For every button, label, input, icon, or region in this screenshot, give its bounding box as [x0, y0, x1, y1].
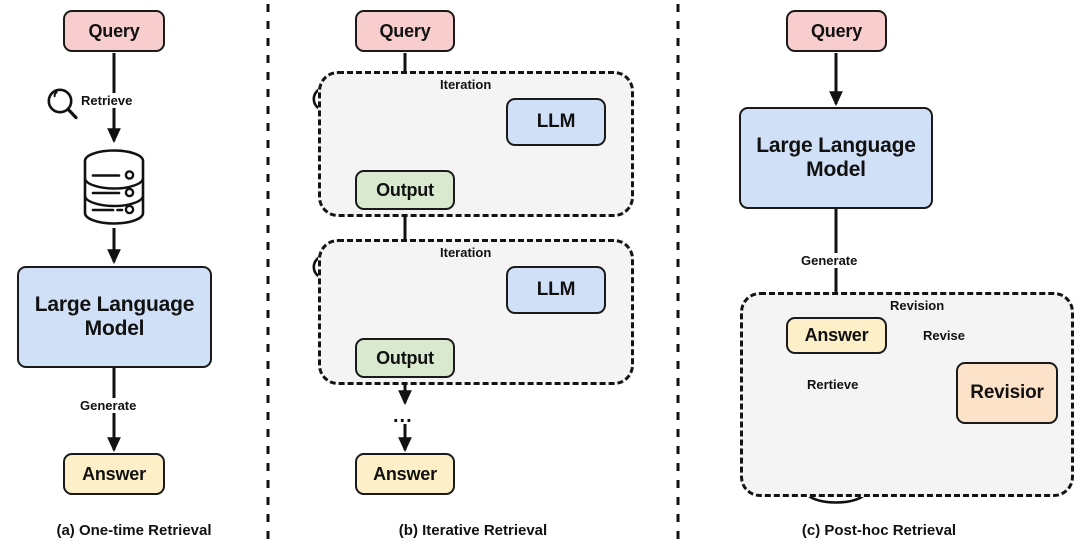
panel-a-query-box[interactable]: Query	[63, 10, 165, 52]
panel-c-query-box[interactable]: Query	[786, 10, 887, 52]
panel-c-revise-label: Revise	[922, 328, 966, 343]
panel-b-iteration-2-output-box[interactable]: Output	[355, 338, 455, 378]
database-icon	[83, 149, 145, 225]
magnifier-icon	[47, 88, 78, 120]
panel-b-caption: (b) Iterative Retrieval	[398, 522, 548, 539]
panel-b-iteration-2-llm-label: LLM	[536, 279, 576, 301]
panel-c-retrieve-label: Rertieve	[806, 377, 860, 392]
panel-c-answer-label: Answer	[804, 325, 869, 346]
panel-a-vectors	[47, 53, 145, 453]
panel-b-iteration-1-output-box[interactable]: Output	[355, 170, 455, 210]
panel-c-llm-label-line2: Model	[806, 158, 866, 181]
panel-a-llm-label-line2: Model	[84, 317, 145, 340]
panel-c-revisor-label: Revisior	[970, 382, 1044, 404]
panel-c-query-label: Query	[810, 20, 863, 41]
panel-a-retrieve-label: Retrieve	[80, 93, 134, 108]
panel-b-query-box[interactable]: Query	[355, 10, 455, 52]
panel-a-answer-box[interactable]: Answer	[63, 453, 165, 495]
panel-a-llm-label-line1: Large Language	[34, 293, 195, 317]
panel-c-revisor-box[interactable]: Revisior	[956, 362, 1058, 424]
panel-a-caption: (a) One-time Retrieval	[56, 522, 212, 539]
panel-b-iteration-1-label: Iteration	[440, 77, 492, 92]
panel-c-generate-label: Generate	[800, 253, 859, 268]
panel-c-llm-box[interactable]: Large Language Model	[739, 107, 933, 209]
panel-a-query-label: Query	[88, 20, 140, 41]
panel-b-ellipsis: ...	[393, 405, 413, 427]
panel-b-iteration-2-output-label: Output	[376, 347, 434, 368]
panel-b-answer-label: Answer	[373, 463, 437, 484]
panel-c-answer-box[interactable]: Answer	[786, 317, 887, 354]
panel-a-answer-label: Answer	[82, 463, 146, 484]
panel-c-revision-label: Revision	[890, 298, 945, 313]
panel-c-caption: (c) Post-hoc Retrieval	[801, 522, 957, 539]
panel-b-query-label: Query	[379, 20, 431, 41]
panel-b-iteration-1-llm-box[interactable]: LLM	[506, 98, 606, 146]
panel-a-llm-box[interactable]: Large Language Model	[17, 266, 212, 368]
panel-b-iteration-1-llm-label: LLM	[536, 111, 576, 133]
panel-b-iteration-2-label: Iteration	[440, 245, 492, 260]
panel-b-iteration-1-output-label: Output	[376, 179, 434, 200]
panel-b-iteration-2-llm-box[interactable]: LLM	[506, 266, 606, 314]
panel-c-llm-label-line1: Large Language	[756, 134, 916, 158]
panel-b-answer-box[interactable]: Answer	[355, 453, 455, 495]
panel-a-generate-label: Generate	[79, 398, 138, 413]
